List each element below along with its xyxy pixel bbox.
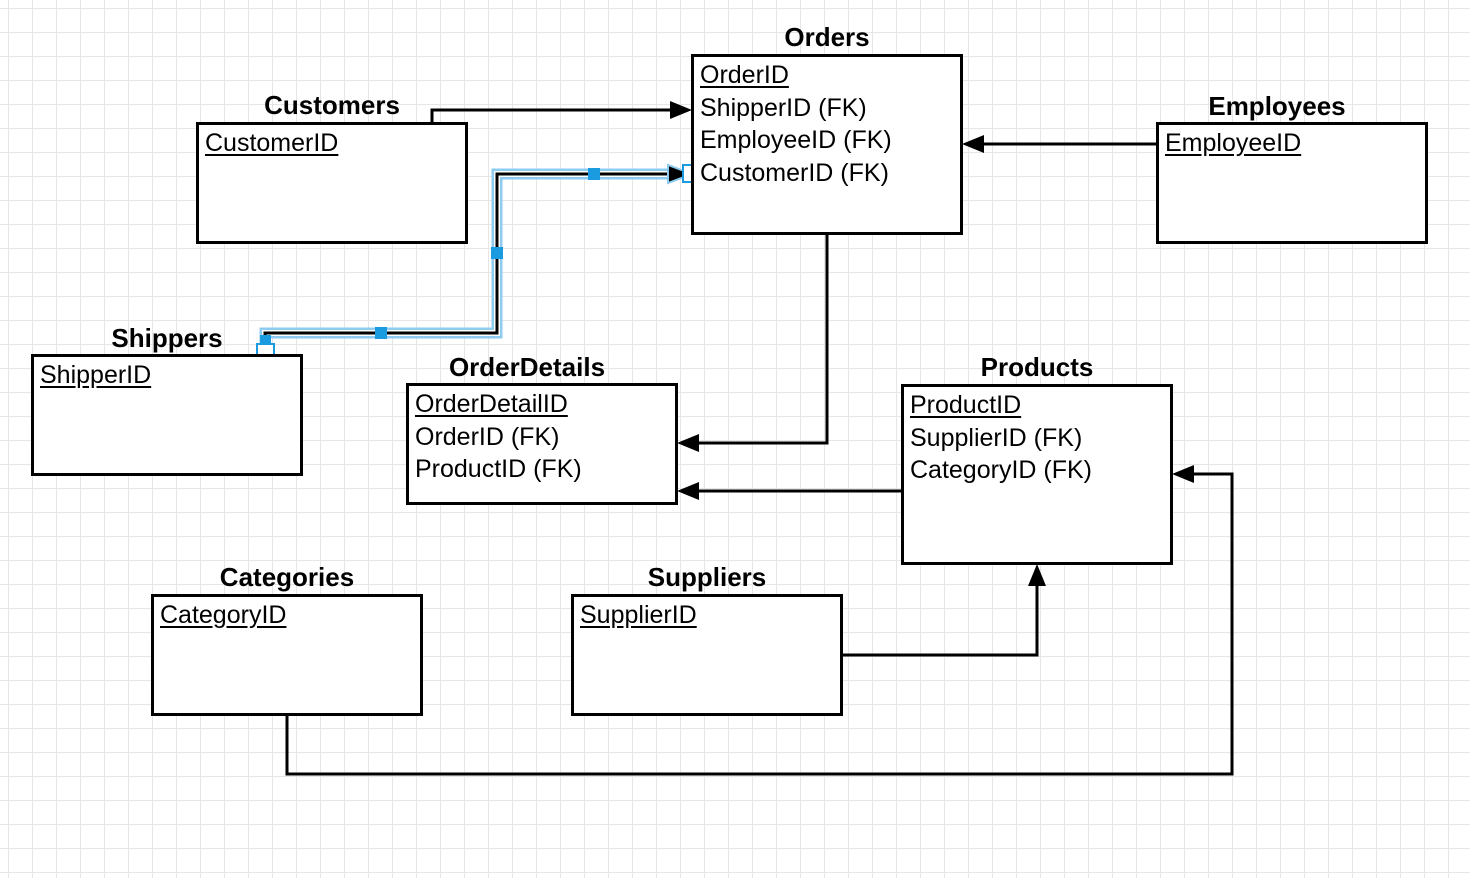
entity-products[interactable]: ProductID SupplierID (FK) CategoryID (FK… [901,384,1173,565]
connector-suppliers-products[interactable] [842,564,1046,657]
entity-title-orderdetails: OrderDetails [448,352,606,382]
entity-title-shippers: Shippers [111,323,223,353]
entity-title-products: Products [980,352,1094,382]
entity-orders[interactable]: OrderID ShipperID (FK) EmployeeID (FK) C… [691,54,963,235]
entity-shippers[interactable]: ShipperID [31,354,303,476]
connector-products-orderdetails[interactable] [677,482,902,500]
entity-title-customers: Customers [264,90,400,120]
attribute-foreign-key: CustomerID (FK) [700,158,889,187]
selection-handle[interactable] [491,247,503,259]
selection-handle[interactable] [588,168,600,180]
entity-title-suppliers: Suppliers [647,562,767,592]
entity-categories[interactable]: CategoryID [151,594,423,716]
selection-handle[interactable] [260,335,271,344]
attribute-foreign-key: OrderID (FK) [415,422,560,451]
entity-customers[interactable]: CustomerID [196,122,468,244]
attribute-primary-key: CustomerID [205,129,339,157]
attribute-foreign-key: ProductID (FK) [415,455,582,483]
entity-title-orders: Orders [784,22,870,52]
entity-title-employees: Employees [1208,91,1346,121]
connector-categories-products[interactable] [285,465,1234,776]
entity-suppliers[interactable]: SupplierID [571,594,843,716]
entity-title-categories: Categories [219,562,355,592]
attribute-foreign-key: EmployeeID (FK) [700,126,892,154]
connector-orders-orderdetails[interactable] [677,234,829,452]
selection-handle[interactable] [375,327,387,339]
attribute-primary-key: EmployeeID [1165,129,1302,157]
connector-employees-orders[interactable] [962,135,1157,153]
attribute-foreign-key: CategoryID (FK) [910,456,1092,484]
attribute-primary-key: OrderDetailID [415,390,568,418]
entity-employees[interactable]: EmployeeID [1156,122,1428,244]
attribute-primary-key: ProductID [910,391,1022,419]
attribute-primary-key: CategoryID [160,601,287,629]
attribute-foreign-key: ShipperID (FK) [700,93,867,122]
attribute-foreign-key: SupplierID (FK) [910,423,1083,452]
connector-customers-orders[interactable] [430,101,692,122]
attribute-primary-key: OrderID [700,61,789,89]
entity-orderdetails[interactable]: OrderDetailID OrderID (FK) ProductID (FK… [406,383,678,505]
attribute-primary-key: SupplierID [580,601,697,629]
attribute-primary-key: ShipperID [40,361,152,389]
